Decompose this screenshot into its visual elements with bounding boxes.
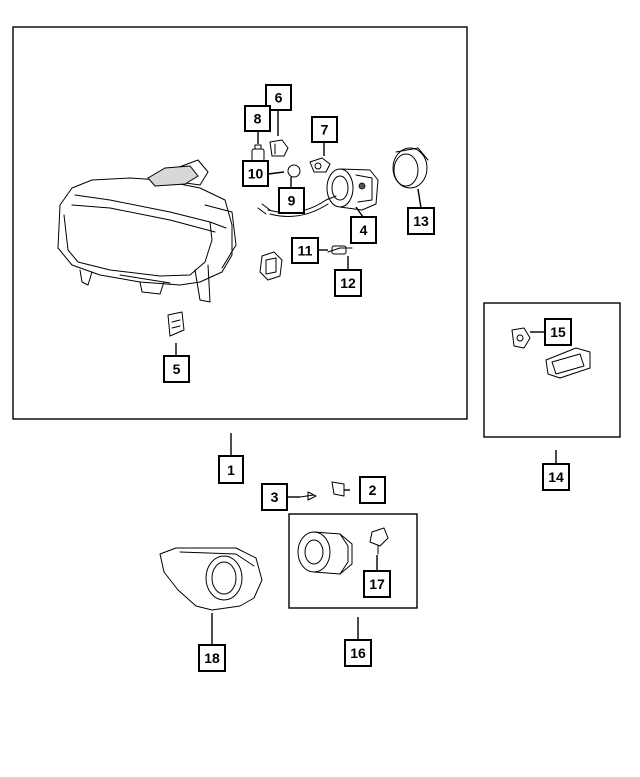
callout-12-label: 12	[340, 275, 356, 291]
callout-2[interactable]: 2	[359, 476, 386, 504]
callout-3[interactable]: 3	[261, 483, 288, 511]
callout-16[interactable]: 16	[344, 639, 372, 667]
callout-8[interactable]: 8	[244, 105, 271, 132]
callout-4[interactable]: 4	[350, 216, 377, 244]
bulb-part-17-illustration	[369, 527, 389, 555]
side-marker-frame	[483, 302, 621, 438]
callout-7[interactable]: 7	[311, 116, 338, 143]
callout-15-label: 15	[550, 324, 566, 340]
callout-3-label: 3	[271, 489, 279, 505]
callout-18[interactable]: 18	[198, 644, 226, 672]
callout-14-label: 14	[548, 469, 564, 485]
callout-15[interactable]: 15	[544, 318, 572, 346]
callout-7-label: 7	[321, 122, 329, 138]
bracket-part-5-illustration	[167, 311, 185, 337]
callout-5[interactable]: 5	[163, 355, 190, 383]
callout-17-label: 17	[369, 576, 385, 592]
callout-10[interactable]: 10	[242, 160, 269, 187]
callout-12[interactable]: 12	[334, 269, 362, 297]
fastener-part-3-illustration	[299, 491, 317, 501]
callout-10-label: 10	[248, 166, 264, 182]
leader-lines	[175, 110, 557, 645]
callout-2-label: 2	[369, 482, 377, 498]
callout-14[interactable]: 14	[542, 463, 570, 491]
callout-17[interactable]: 17	[363, 570, 391, 598]
bulb-part-10-illustration	[287, 164, 301, 178]
headlamp-assembly-frame	[12, 26, 468, 420]
fog-lamp-illustration	[297, 531, 353, 575]
callout-11-label: 11	[298, 243, 313, 259]
bulb-part-8-illustration	[251, 144, 265, 162]
fog-bezel-illustration	[159, 547, 263, 611]
projector-part-4-illustration	[326, 168, 379, 211]
callout-6-label: 6	[275, 90, 283, 106]
callout-8-label: 8	[254, 111, 262, 127]
callout-5-label: 5	[173, 361, 181, 377]
callout-1-label: 1	[227, 462, 235, 478]
callout-18-label: 18	[204, 650, 220, 666]
socket-part-6-illustration	[269, 139, 289, 157]
fog-lamp-frame	[288, 513, 418, 609]
callout-13-label: 13	[413, 213, 429, 229]
callout-1[interactable]: 1	[218, 455, 244, 484]
callout-16-label: 16	[350, 645, 366, 661]
callout-9[interactable]: 9	[278, 187, 305, 214]
socket-part-15-illustration	[511, 327, 531, 349]
bulb-part-7-illustration	[309, 157, 331, 173]
retaining-ring-part-13-illustration	[392, 147, 429, 189]
callout-4-label: 4	[360, 222, 368, 238]
bulb-part-12-illustration	[327, 245, 353, 255]
ballast-illustration	[259, 251, 283, 281]
callout-13[interactable]: 13	[407, 207, 435, 235]
headlamp-housing-illustration	[57, 159, 237, 303]
callout-11[interactable]: 11	[291, 237, 319, 264]
side-marker-lamp-illustration	[545, 347, 591, 379]
clip-part-2-illustration	[331, 481, 345, 497]
callout-9-label: 9	[288, 193, 296, 209]
